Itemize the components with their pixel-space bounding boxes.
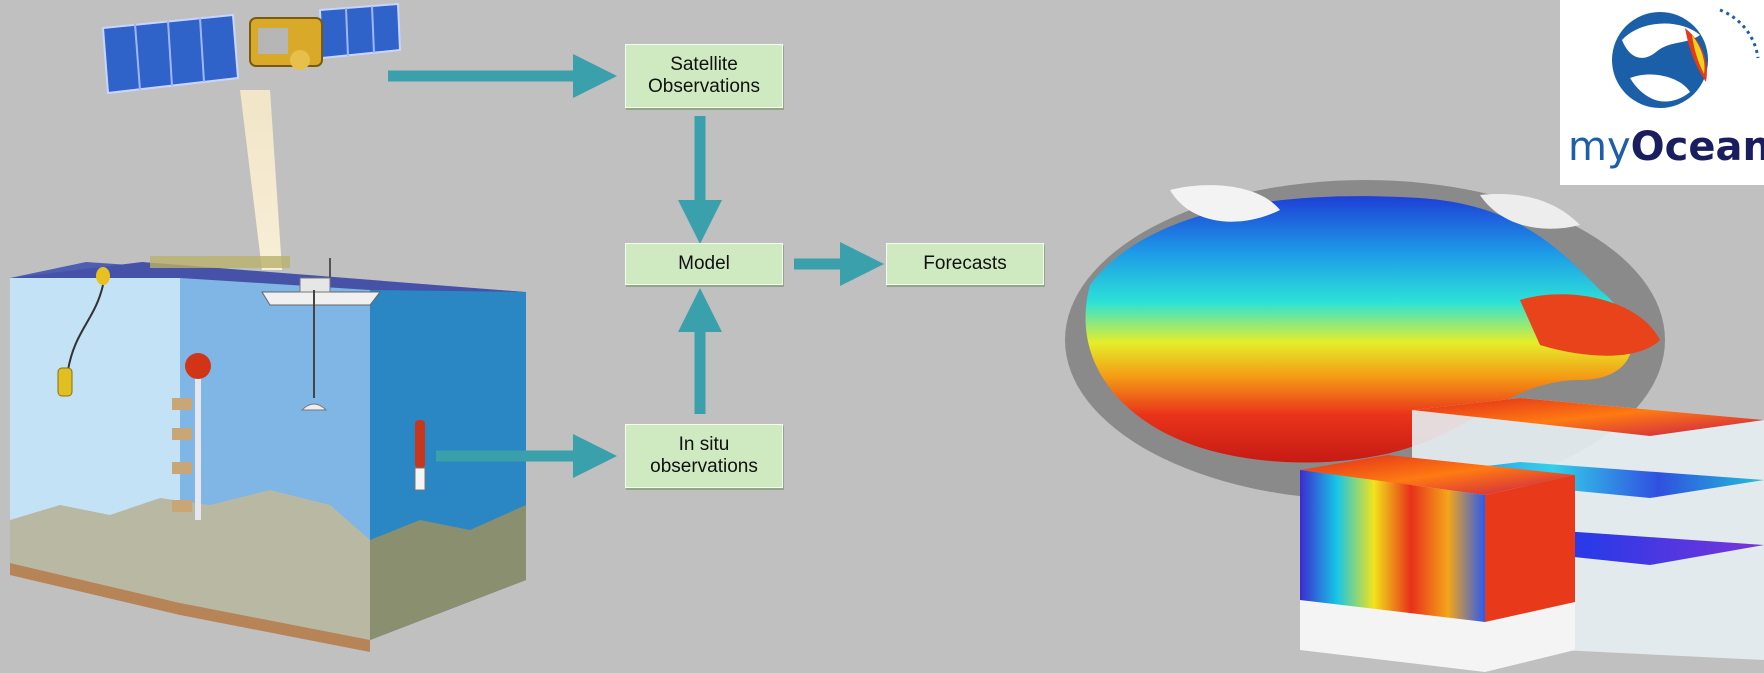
3d-model-cubes <box>1300 398 1764 672</box>
logo-word: Ocean <box>1630 124 1764 170</box>
logo-wordmark: myOcean <box>1568 124 1764 170</box>
model-box: Model <box>625 243 783 285</box>
satellite-observations-box: Satellite Observations <box>625 44 783 108</box>
ocean-block-illustration <box>10 256 526 652</box>
insitu-observations-line2: observations <box>650 456 758 477</box>
model-label: Model <box>678 253 730 274</box>
myocean-logo: myOcean <box>1560 0 1764 185</box>
globe-logo-icon <box>1612 8 1760 108</box>
satellite-illustration <box>101 2 402 270</box>
insitu-observations-box: In situ observations <box>625 424 783 488</box>
insitu-observations-line1: In situ <box>678 434 730 455</box>
logo-prefix: my <box>1568 124 1631 170</box>
forecasts-label: Forecasts <box>923 253 1007 274</box>
satellite-observations-line1: Satellite <box>670 54 738 75</box>
flow-arrows <box>388 54 884 478</box>
satellite-observations-line2: Observations <box>648 76 760 97</box>
forecasts-box: Forecasts <box>886 243 1044 285</box>
